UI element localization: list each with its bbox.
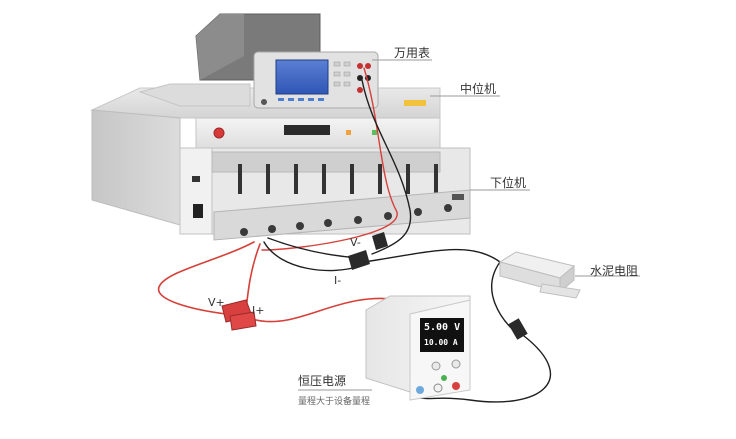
connector-ports [240, 204, 452, 236]
psu-knobs [431, 359, 461, 371]
psu-current-readout: 10.00 A [424, 338, 458, 347]
multimeter-screen [275, 59, 329, 95]
callout-lines [298, 59, 640, 391]
alligator-clips [221, 232, 528, 340]
psu-display [420, 318, 464, 352]
label-lower-unit: 下位机 [490, 176, 527, 190]
multimeter-keys [278, 98, 324, 101]
lower-unit [179, 147, 471, 241]
indicator-green [372, 130, 377, 135]
lower-unit-switch [193, 204, 203, 218]
red-wire-iplus [245, 243, 261, 311]
label-cement-resistor: 水泥电阻 [590, 264, 639, 278]
multimeter-power-icon [261, 99, 267, 105]
indicator-orange [346, 130, 351, 135]
lower-unit-port [192, 176, 200, 182]
terminal-i-plus: I+ [252, 304, 265, 317]
psu-voltage-readout: 5.00 V [424, 322, 461, 333]
lower-unit-logo [452, 194, 464, 200]
black-wire-vminus [267, 237, 361, 259]
middle-unit [195, 100, 441, 149]
label-multimeter: 万用表 [394, 46, 431, 60]
red-wire-vplus [157, 241, 255, 315]
channel-slots [238, 164, 438, 194]
label-power-supply-note: 量程大于设备量程 [298, 397, 371, 407]
black-wire-iminus [263, 241, 361, 272]
terminal-i-minus: I- [334, 274, 342, 287]
black-wire-resistor [363, 248, 521, 337]
red-wire-dmm [261, 67, 398, 251]
vent-strip [404, 100, 426, 106]
label-power-supply: 恒压电源 [298, 374, 347, 388]
power-supply [365, 295, 471, 401]
psu-output-terminals [416, 375, 460, 394]
black-wire-psu [419, 335, 551, 403]
terminal-v-minus: V- [350, 236, 361, 249]
cement-resistor [498, 251, 581, 299]
terminal-v-plus: V+ [208, 296, 225, 309]
middle-unit-display [284, 125, 330, 135]
power-button-icon [213, 127, 225, 139]
label-middle-unit: 中位机 [460, 82, 497, 96]
red-wire-to-psu [255, 297, 401, 323]
multimeter [195, 13, 379, 109]
black-wire-dmm [361, 79, 412, 255]
